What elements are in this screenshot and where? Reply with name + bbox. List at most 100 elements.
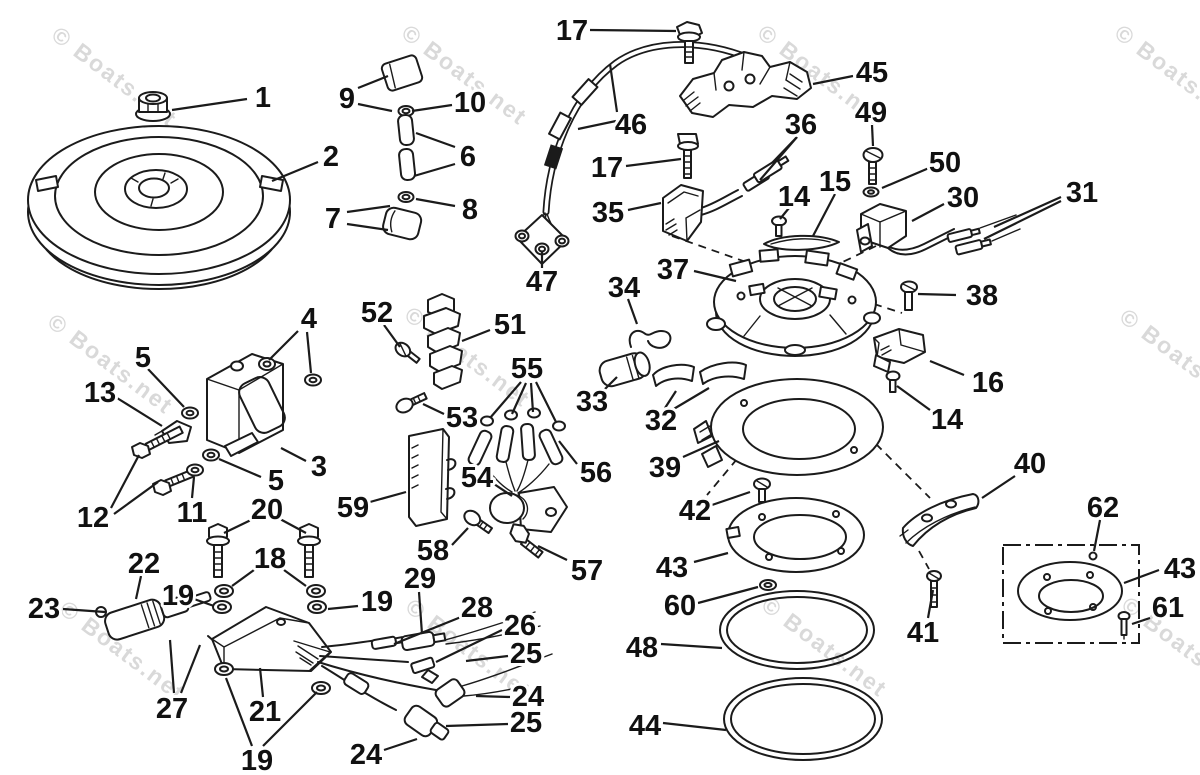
leader-line-57 bbox=[537, 545, 568, 561]
leader-line-7 bbox=[346, 204, 391, 214]
leads-55-56-drawing bbox=[467, 407, 566, 494]
callout-20-label: 20 bbox=[251, 494, 283, 526]
leader-line-31 bbox=[993, 195, 1062, 229]
callout-35-label: 35 bbox=[592, 197, 624, 229]
leader-line-37 bbox=[693, 269, 737, 283]
terminal-block-51-drawing bbox=[423, 293, 463, 390]
terminal-ring-4-drawing bbox=[258, 357, 322, 387]
washer-60-drawing bbox=[759, 579, 777, 591]
leader-line-9 bbox=[357, 74, 389, 90]
watermark: © Boats.net bbox=[1110, 19, 1200, 130]
callout-42-label: 42 bbox=[679, 495, 711, 527]
washers-18-19-drawing bbox=[212, 584, 327, 614]
leader-line-13 bbox=[116, 397, 163, 427]
plug-lead-22-23-drawing bbox=[95, 591, 217, 644]
leader-line-11 bbox=[190, 476, 196, 499]
leader-line-27 bbox=[179, 644, 202, 694]
leader-line-30 bbox=[911, 203, 945, 222]
screw-41-drawing bbox=[926, 570, 942, 608]
leader-line-23 bbox=[62, 607, 106, 614]
leader-line-1 bbox=[171, 97, 248, 112]
callout-41-label: 41 bbox=[907, 617, 939, 649]
callout-23-label: 23 bbox=[28, 593, 60, 625]
callout-22-label: 22 bbox=[128, 548, 160, 580]
callout-45-label: 45 bbox=[856, 57, 888, 89]
leader-line-20 bbox=[279, 518, 307, 534]
callout-11-label: 11 bbox=[177, 497, 208, 529]
leader-line-46 bbox=[608, 63, 619, 113]
leader-line-62 bbox=[1092, 519, 1102, 552]
callout-17-1-label: 17 bbox=[556, 15, 588, 47]
washer-8-drawing bbox=[397, 191, 415, 203]
leader-line-18 bbox=[231, 569, 255, 587]
callout-15-label: 15 bbox=[819, 166, 851, 198]
leader-line-28 bbox=[393, 615, 462, 646]
leader-line-16 bbox=[929, 359, 965, 377]
flywheel-nut-drawing bbox=[135, 91, 171, 122]
boot-33-drawing bbox=[598, 351, 651, 388]
callout-56-label: 56 bbox=[580, 457, 612, 489]
callout-47-label: 47 bbox=[526, 266, 558, 298]
tubes-32-drawing bbox=[652, 361, 747, 387]
callout-28-label: 28 bbox=[461, 592, 493, 624]
callout-36-label: 36 bbox=[785, 109, 817, 141]
callout-26-label: 26 bbox=[504, 610, 536, 642]
retainer-ring-39-drawing bbox=[693, 378, 884, 476]
leader-line-19-3 bbox=[224, 677, 254, 747]
leader-line-17-1 bbox=[589, 28, 677, 33]
washer-11-drawing bbox=[186, 463, 204, 477]
leader-line-52 bbox=[383, 324, 401, 348]
leader-line-32 bbox=[671, 387, 710, 411]
leader-line-14-1 bbox=[779, 207, 790, 220]
leader-line-59 bbox=[369, 490, 407, 504]
callout-2-label: 2 bbox=[323, 141, 339, 173]
oring-48-drawing bbox=[719, 590, 875, 670]
leader-line-10 bbox=[411, 103, 453, 113]
callout-18-label: 18 bbox=[254, 543, 286, 575]
callout-62-label: 62 bbox=[1087, 492, 1119, 524]
clip-15-drawing bbox=[763, 234, 840, 251]
leader-line-29 bbox=[417, 591, 424, 635]
callout-3-label: 3 bbox=[311, 451, 327, 483]
callout-33-label: 33 bbox=[576, 386, 608, 418]
assembly-45-drawing bbox=[679, 51, 812, 118]
callout-51-label: 51 bbox=[494, 309, 526, 341]
bolt-17-mid-drawing bbox=[677, 133, 699, 179]
leader-line-24-2 bbox=[383, 737, 418, 752]
callout-17-2-label: 17 bbox=[591, 152, 623, 184]
screw-49-drawing bbox=[862, 147, 884, 185]
leader-line-7 bbox=[346, 222, 389, 232]
callout-61-label: 61 bbox=[1152, 592, 1184, 624]
callout-30-label: 30 bbox=[947, 182, 979, 214]
callout-19-1-label: 19 bbox=[162, 580, 194, 612]
callout-5-2-label: 5 bbox=[268, 465, 284, 497]
leader-line-53 bbox=[422, 403, 445, 415]
leader-line-6 bbox=[413, 162, 456, 178]
callout-12-label: 12 bbox=[77, 502, 109, 534]
leader-line-4 bbox=[305, 331, 313, 374]
callout-27-label: 27 bbox=[156, 693, 188, 725]
callout-50-label: 50 bbox=[929, 147, 961, 179]
leader-line-5-2 bbox=[218, 457, 262, 479]
callout-40-label: 40 bbox=[1014, 448, 1046, 480]
callout-19-2-label: 19 bbox=[361, 586, 393, 618]
coil-3-drawing bbox=[206, 353, 286, 457]
terminals-31-drawing bbox=[946, 214, 1021, 256]
callout-39-label: 39 bbox=[649, 452, 681, 484]
callout-60-label: 60 bbox=[664, 590, 696, 622]
leader-line-51 bbox=[461, 328, 491, 343]
leader-line-3 bbox=[280, 447, 307, 462]
leader-line-6 bbox=[415, 131, 456, 149]
callout-37-label: 37 bbox=[657, 254, 689, 286]
leader-line-4 bbox=[268, 330, 299, 361]
oring-44-drawing bbox=[723, 677, 883, 761]
callout-14-2-label: 14 bbox=[931, 404, 963, 436]
clip-34-drawing bbox=[628, 329, 672, 349]
armature-plate-37-drawing bbox=[706, 248, 881, 357]
callout-19-3-label: 19 bbox=[241, 745, 273, 775]
callout-43-1-label: 43 bbox=[656, 552, 688, 584]
leader-line-54 bbox=[493, 483, 513, 497]
callout-31-label: 31 bbox=[1066, 177, 1098, 209]
